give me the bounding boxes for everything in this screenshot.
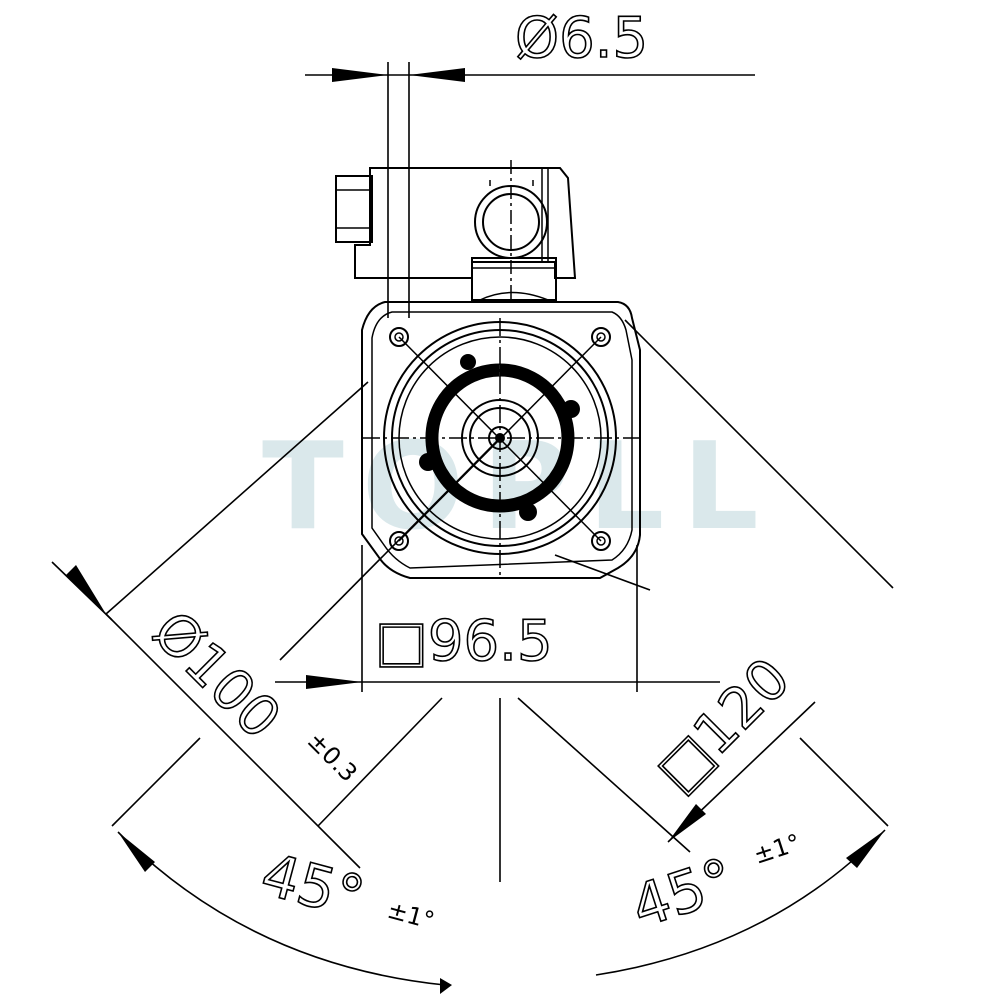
watermark: TOPLL <box>262 418 777 557</box>
label-angle-left: 45° <box>254 840 371 932</box>
label-angle-left-tolerance: ±1° <box>384 896 437 935</box>
connector-housing <box>335 160 577 301</box>
dimension-square-flange: □120 <box>554 319 894 843</box>
dimension-hole-diameter: Ø6.5 <box>305 5 755 318</box>
bolt-hole <box>591 531 611 551</box>
angle-construction <box>111 697 889 882</box>
bolt-hole <box>389 531 409 551</box>
label-square-mount: □96.5 <box>375 609 553 674</box>
label-square-flange: □120 <box>644 646 803 805</box>
dimension-square-mount: □96.5 <box>275 545 720 692</box>
flange <box>361 301 641 579</box>
angle-left: 45° ±1° <box>117 831 452 994</box>
label-pilot-tolerance: ±0.3 <box>302 726 363 787</box>
label-pilot-diameter: Ø100 <box>140 599 293 752</box>
label-angle-right: 45° <box>623 845 742 941</box>
label-hole-diameter: Ø6.5 <box>515 6 648 71</box>
angle-right: 45° ±1° <box>595 828 886 976</box>
bolt-hole <box>591 327 611 347</box>
bolt-hole <box>389 327 409 347</box>
label-angle-right-tolerance: ±1° <box>750 828 804 869</box>
